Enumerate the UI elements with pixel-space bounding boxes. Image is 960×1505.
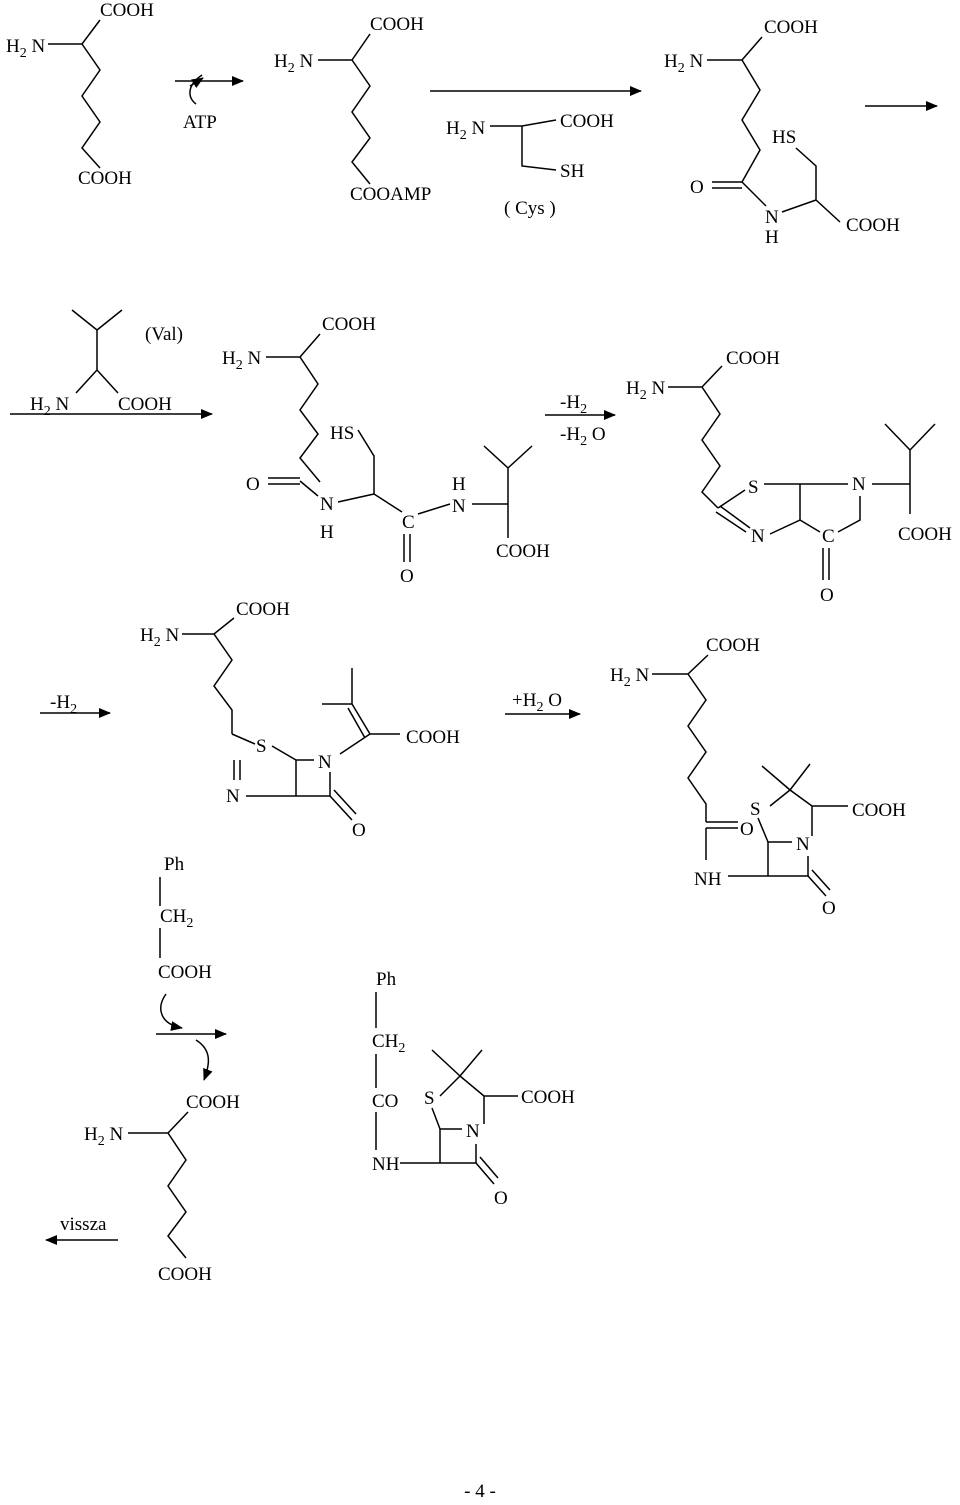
- valine-molecule: H2 N COOH (Val): [10, 309, 213, 419]
- released-aminoadipic-acid-molecule: H2 N COOH COOH: [84, 1092, 240, 1285]
- cooh-label: COOH: [726, 348, 780, 369]
- cysteine-addition-arrow: H2 N COOH SH ( Cys ): [430, 86, 642, 219]
- sulfur-label: S: [256, 736, 267, 757]
- cysteine-label: ( Cys ): [504, 198, 556, 219]
- amine-label: H2 N: [664, 51, 703, 76]
- thiol-label: HS: [772, 127, 796, 148]
- oxygen-label: O: [494, 1188, 508, 1209]
- hydration-arrow: +H2 O: [505, 690, 581, 719]
- amine-label: H2 N: [140, 625, 179, 650]
- cooh-label: COOH: [78, 168, 132, 189]
- cooh-label: COOH: [764, 17, 818, 38]
- phenylacetic-acid-molecule: Ph CH2 COOH: [158, 854, 212, 983]
- aminoadipyl-amp-molecule: H2 N COOH COOAMP: [274, 14, 431, 205]
- aminoadipic-acid-molecule: H2 N COOH COOH: [6, 0, 154, 189]
- oxygen-label: O: [740, 819, 754, 840]
- amine-label: H2 N: [84, 1124, 123, 1149]
- oxygen-label: O: [822, 898, 836, 919]
- oxygen-label: O: [352, 820, 366, 841]
- cooh-label: COOH: [100, 0, 154, 21]
- minus-h2o-label: -H2 O: [560, 424, 606, 449]
- penicillin-g-molecule: Ph CH2 CO NH S N O COOH: [372, 969, 575, 1209]
- cooh-label: COOH: [370, 14, 424, 35]
- aminoadipyl-cysteine-molecule: H2 N COOH HS O N H COOH: [664, 17, 900, 248]
- cooh-label: COOH: [560, 111, 614, 132]
- cooh-label: COOH: [236, 599, 290, 620]
- cooh-label: COOH: [496, 541, 550, 562]
- cooh-label: COOH: [706, 635, 760, 656]
- cooamp-label: COOAMP: [350, 184, 431, 205]
- return-label: vissza: [60, 1214, 107, 1235]
- oxygen-label: O: [820, 585, 834, 606]
- amine-label: H2 N: [626, 378, 665, 403]
- page-number: - 4 -: [464, 1481, 496, 1502]
- cooh-label: COOH: [406, 727, 460, 748]
- dehydro-bicyclic-molecule: H2 N COOH S N N O COOH: [140, 599, 460, 841]
- cooh-label: COOH: [846, 215, 900, 236]
- nitrogen-label: N: [466, 1121, 480, 1142]
- oxygen-label: O: [690, 177, 704, 198]
- nitrogen-label: N: [751, 526, 765, 547]
- methylene-label: CH2: [372, 1031, 405, 1056]
- dehydration-arrow: -H2 -H2 O: [545, 392, 616, 449]
- oxygen-label: O: [400, 566, 414, 587]
- nitrogen-label: N: [226, 786, 240, 807]
- cooh-label: COOH: [158, 962, 212, 983]
- minus-h2-label: -H2: [560, 392, 587, 417]
- phenyl-label: Ph: [164, 854, 185, 875]
- cooh-label: COOH: [158, 1264, 212, 1285]
- cooh-label: COOH: [852, 800, 906, 821]
- nitrogen-label: N: [796, 834, 810, 855]
- thiol-label: HS: [330, 423, 354, 444]
- oxygen-label: O: [246, 474, 260, 495]
- amine-label: H2 N: [6, 36, 45, 61]
- nitrogen-label: N: [318, 752, 332, 773]
- cooh-label: COOH: [898, 524, 952, 545]
- nh-label: NH: [694, 869, 722, 890]
- sulfur-label: S: [748, 477, 759, 498]
- carbon-label: C: [402, 512, 415, 533]
- amine-label: H2 N: [274, 51, 313, 76]
- atp-label: ATP: [183, 112, 217, 133]
- sulfur-label: S: [750, 799, 761, 820]
- atp-arrow: ATP: [175, 74, 244, 133]
- thiol-label: SH: [560, 161, 585, 182]
- return-arrow: vissza: [45, 1214, 118, 1245]
- methylene-label: CH2: [160, 906, 193, 931]
- hydrogen-label: H: [765, 227, 779, 248]
- cooh-label: COOH: [186, 1092, 240, 1113]
- carbonyl-label: CO: [372, 1091, 398, 1112]
- amine-label: H2 N: [610, 665, 649, 690]
- amine-label: H2 N: [446, 118, 485, 143]
- phenyl-label: Ph: [376, 969, 397, 990]
- cooh-label: COOH: [322, 314, 376, 335]
- side-chain-exchange-arrow: [156, 993, 227, 1081]
- cooh-label: COOH: [118, 394, 172, 415]
- nitrogen-label: N: [452, 496, 466, 517]
- bicyclic-intermediate-molecule: H2 N COOH S N N C O COOH: [626, 348, 952, 606]
- amine-label: H2 N: [30, 394, 69, 419]
- cooh-label: COOH: [521, 1087, 575, 1108]
- minus-h2-label: -H2: [50, 692, 77, 717]
- plus-h2o-label: +H2 O: [512, 690, 562, 715]
- acv-tripeptide-molecule: H2 N COOH HS O N H C O H N COOH: [222, 314, 550, 587]
- nh-label: NH: [372, 1154, 400, 1175]
- isopenicillin-n-molecule: H2 N COOH O S N NH O COOH: [610, 635, 906, 919]
- valine-label: (Val): [145, 324, 183, 345]
- nitrogen-label: N: [320, 494, 334, 515]
- carbon-label: C: [822, 526, 835, 547]
- amine-label: H2 N: [222, 348, 261, 373]
- nitrogen-label: N: [852, 474, 866, 495]
- sulfur-label: S: [424, 1088, 435, 1109]
- hydrogen-label: H: [320, 522, 334, 543]
- nitrogen-label: N: [765, 207, 779, 228]
- hydrogen-label: H: [452, 474, 466, 495]
- dehydrogenation-arrow: -H2: [40, 692, 111, 718]
